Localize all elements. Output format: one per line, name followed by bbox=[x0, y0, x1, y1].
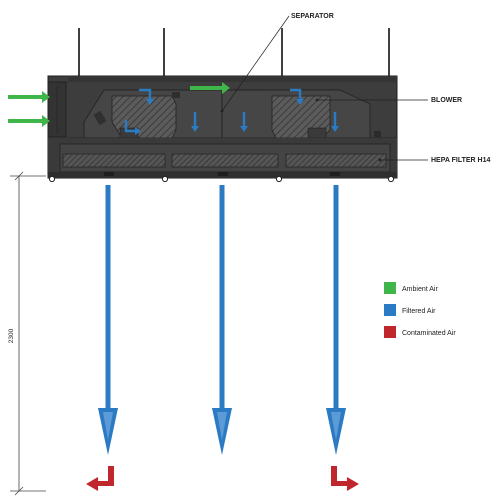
hepa-filter-row bbox=[48, 138, 397, 178]
foot bbox=[161, 175, 169, 183]
internal-airflow-arrows bbox=[124, 88, 337, 133]
filtered-air-arrow bbox=[98, 185, 118, 455]
legend-label-ambient: Ambient Air bbox=[402, 286, 438, 293]
height-dimension-value: 2300 bbox=[8, 328, 15, 343]
legend-item-filtered: Filtered Air bbox=[384, 304, 436, 316]
internal-flow-arrow bbox=[290, 88, 302, 100]
legend-item-contaminated: Contaminated Air bbox=[384, 326, 456, 338]
internal-flow-arrow bbox=[124, 120, 136, 133]
foot bbox=[48, 175, 56, 183]
separator-label: SEPARATOR bbox=[291, 13, 334, 20]
contaminated-air-arrows bbox=[86, 466, 359, 491]
filtered-air-arrow bbox=[326, 185, 346, 455]
legend-label-filtered: Filtered Air bbox=[402, 308, 436, 315]
foot bbox=[275, 175, 283, 183]
hepa-filter-label: HEPA FILTER H14 bbox=[431, 157, 490, 164]
legend-swatch-contaminated bbox=[384, 326, 396, 338]
filtered-air-arrow bbox=[212, 185, 232, 455]
hepa-filter-panel bbox=[62, 153, 166, 168]
contaminated-arrow-right bbox=[331, 466, 359, 491]
legend: Ambient Air Filtered Air Contaminated Ai… bbox=[384, 282, 456, 338]
ambient-inlet-arrow bbox=[8, 91, 50, 103]
callout-leaders bbox=[221, 15, 428, 161]
hepa-filter-panel bbox=[171, 153, 279, 168]
legend-swatch-ambient bbox=[384, 282, 396, 294]
suspension-rods bbox=[78, 28, 390, 78]
internal-flow-arrow bbox=[139, 88, 152, 100]
height-dimension bbox=[10, 171, 46, 496]
legend-label-contaminated: Contaminated Air bbox=[402, 330, 456, 337]
ambient-internal-arrow bbox=[190, 82, 230, 94]
blower-label: BLOWER bbox=[431, 97, 462, 104]
ambient-inlet-arrow bbox=[8, 115, 50, 127]
filtered-air-flow bbox=[98, 185, 346, 455]
hepa-filter-panel bbox=[285, 153, 387, 168]
outlet-nozzle bbox=[104, 172, 114, 176]
outlet-nozzle bbox=[330, 172, 340, 176]
foot bbox=[387, 175, 395, 183]
legend-swatch-filtered bbox=[384, 304, 396, 316]
housing-top-lip bbox=[68, 76, 397, 82]
contaminated-arrow-left bbox=[86, 466, 114, 491]
outlet-nozzle bbox=[218, 172, 228, 176]
ambient-air-arrows bbox=[8, 82, 230, 127]
unit-feet bbox=[48, 175, 395, 183]
legend-item-ambient: Ambient Air bbox=[384, 282, 438, 294]
